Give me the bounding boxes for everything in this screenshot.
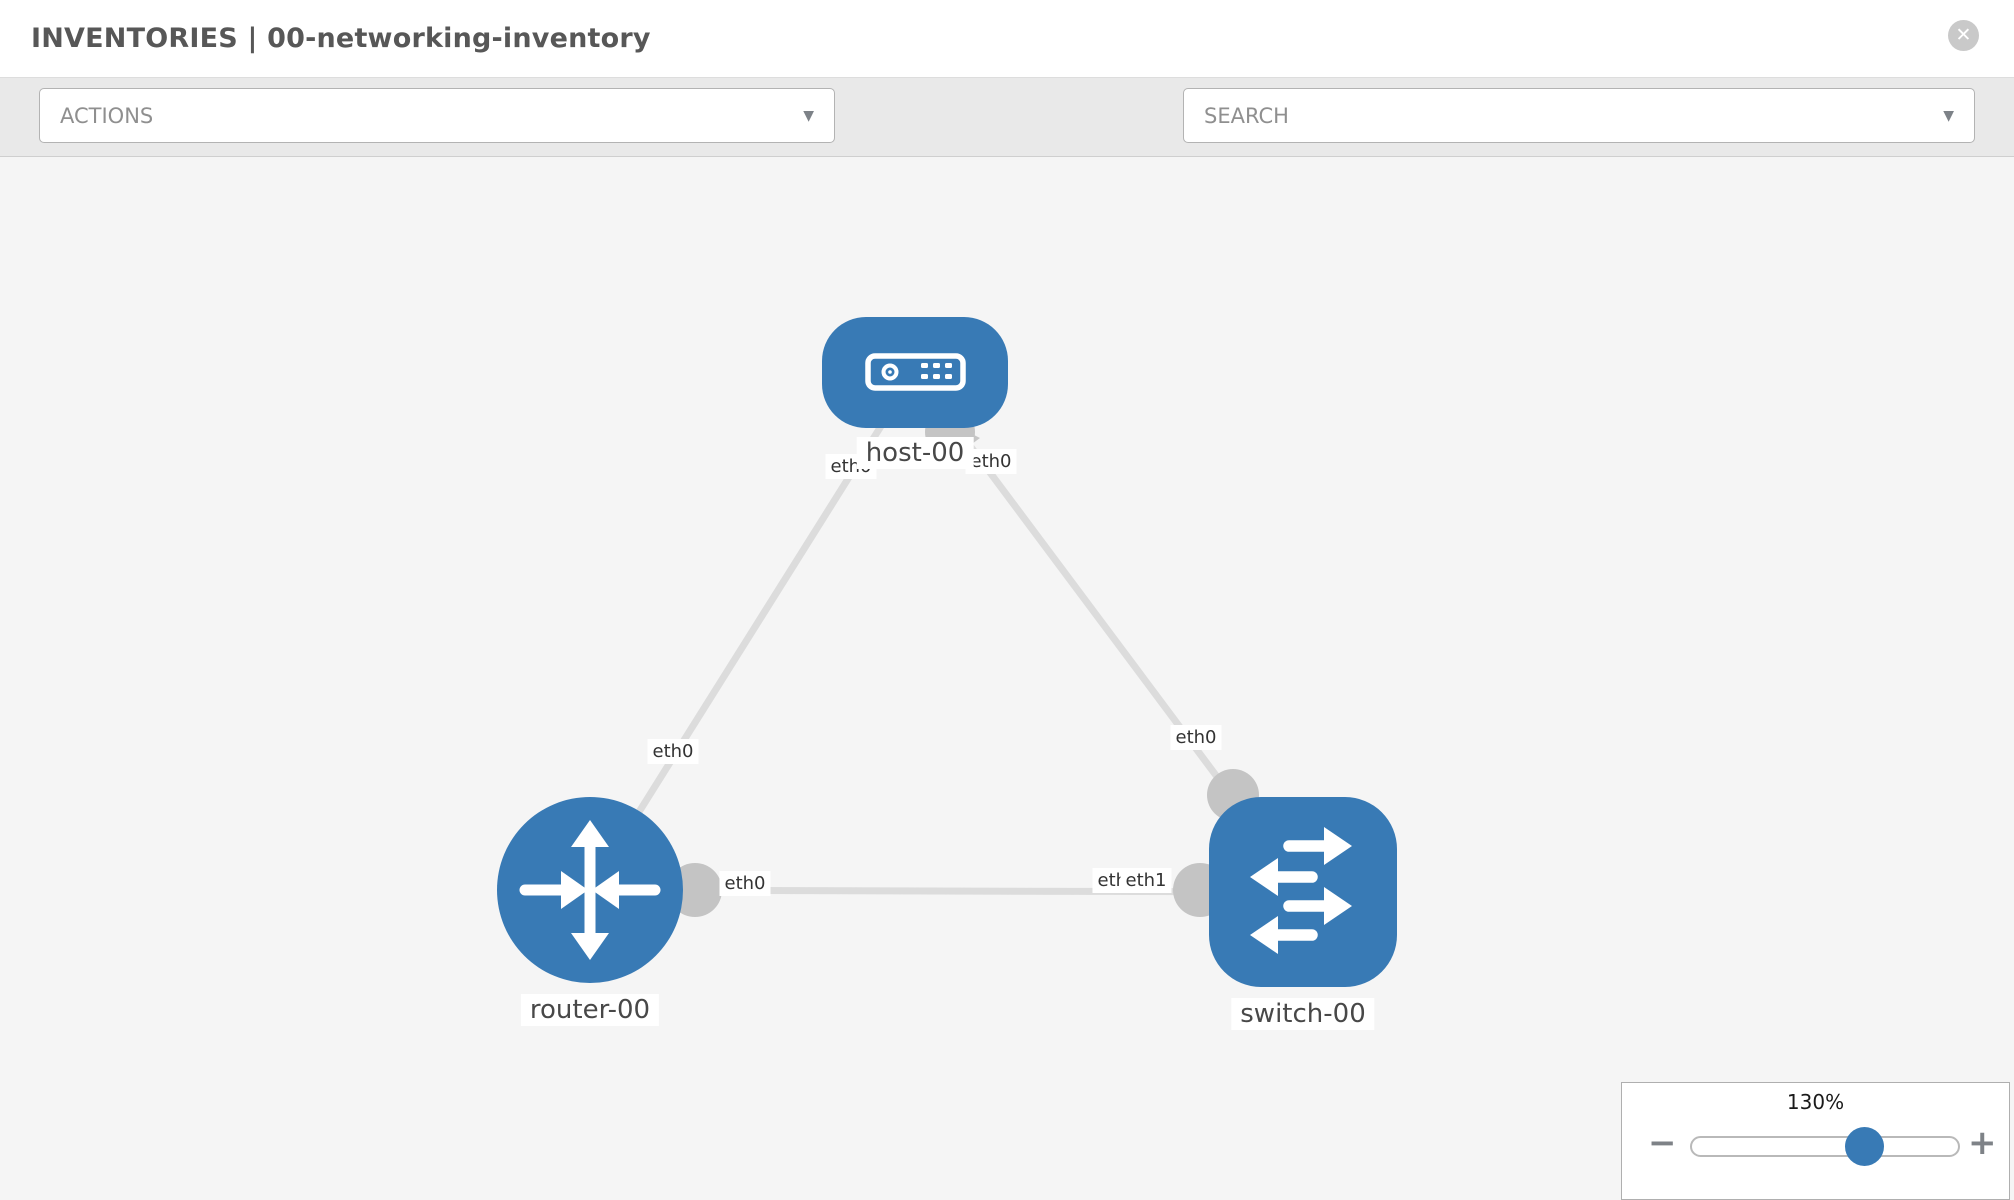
search-dropdown[interactable]: SEARCH ▼ <box>1183 88 1975 143</box>
node-host-00[interactable] <box>822 317 1008 428</box>
zoom-in-button[interactable]: + <box>1968 1123 1997 1163</box>
header: INVENTORIES | 00-networking-inventory ✕ <box>0 0 2014 77</box>
actions-dropdown-label: ACTIONS <box>60 103 154 128</box>
close-icon: ✕ <box>1955 24 1972 46</box>
zoom-slider-track[interactable] <box>1690 1136 1960 1157</box>
interface-label: eth0 <box>647 739 699 764</box>
node-switch-00[interactable] <box>1209 797 1397 987</box>
node-router-00[interactable] <box>497 797 683 983</box>
zoom-level-value: 130% <box>1786 1090 1845 1114</box>
topology-svg <box>497 317 1397 987</box>
node-label-host: host-00 <box>856 437 974 469</box>
toolbar: ACTIONS ▼ SEARCH ▼ <box>0 77 2014 211</box>
router-icon <box>519 820 661 960</box>
interface-label: eth0 <box>965 449 1017 474</box>
interface-dots <box>668 407 1259 917</box>
chevron-down-icon: ▼ <box>803 107 814 124</box>
interface-label: eth1 <box>1120 868 1172 893</box>
interface-label: eth0 <box>719 871 771 896</box>
zoom-out-button[interactable]: − <box>1648 1123 1677 1163</box>
search-placeholder: SEARCH <box>1204 103 1289 128</box>
interface-label: eth0 <box>1170 725 1222 750</box>
zoom-slider-thumb[interactable] <box>1845 1127 1884 1166</box>
chevron-down-icon: ▼ <box>1943 107 1954 124</box>
zoom-panel: 130% − + <box>1621 1082 2010 1200</box>
close-button[interactable]: ✕ <box>1948 20 1979 51</box>
node-label-router: router-00 <box>520 994 660 1026</box>
server-icon <box>865 353 966 391</box>
node-label-switch: switch-00 <box>1231 998 1375 1030</box>
actions-dropdown[interactable]: ACTIONS ▼ <box>39 88 835 143</box>
switch-icon <box>1250 827 1352 954</box>
topology-canvas[interactable]: eth0 eth0 eth0 eth0 eth0 eth0 eth1 host-… <box>0 157 2014 1200</box>
page-title: INVENTORIES | 00-networking-inventory <box>31 23 651 54</box>
